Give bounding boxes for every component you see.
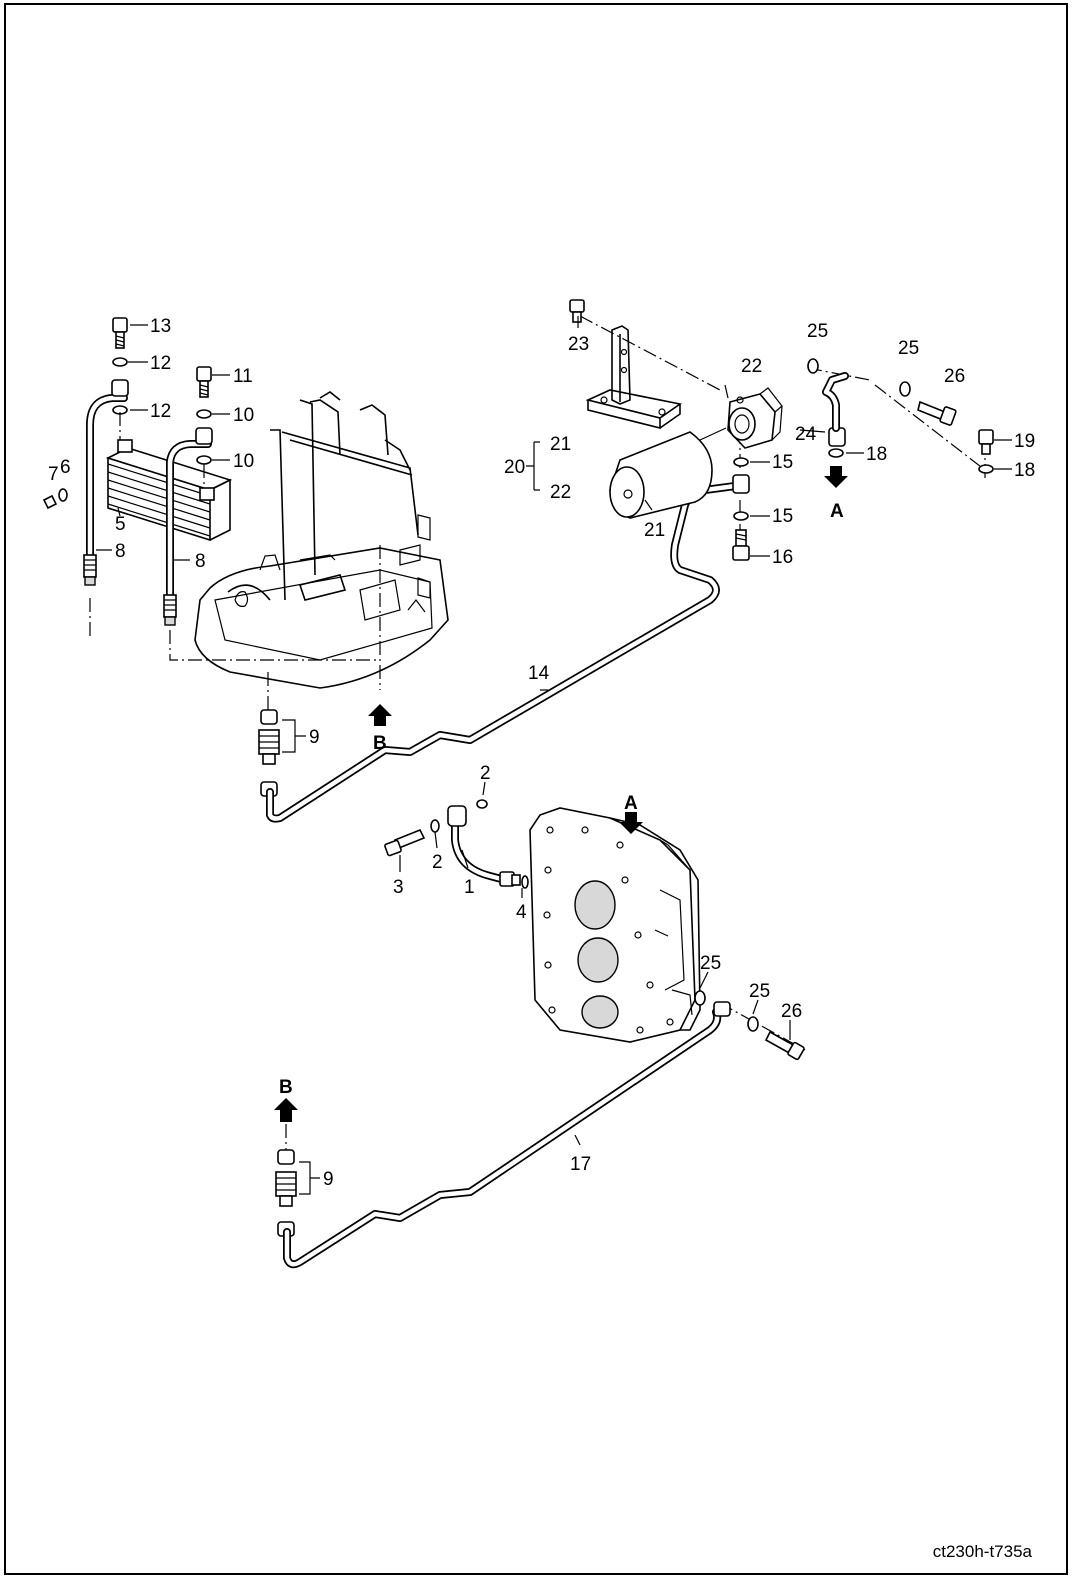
callout-24: 24 bbox=[795, 424, 817, 445]
bolt-26-lower bbox=[764, 1030, 805, 1061]
bolt-26-upper bbox=[917, 400, 957, 426]
washer-6 bbox=[58, 488, 68, 502]
callout-26-upper: 26 bbox=[944, 366, 965, 387]
callout-20: 20 bbox=[504, 457, 525, 478]
callout-5: 5 bbox=[115, 514, 126, 535]
fitting-9-lower bbox=[275, 1149, 297, 1237]
fitting-9-upper bbox=[258, 709, 280, 797]
callout-11: 11 bbox=[233, 366, 253, 387]
hose-left bbox=[83, 394, 128, 586]
callouts: 13 12 12 11 10 10 7 6 5 8 8 9 B 14 23 21… bbox=[48, 316, 1035, 1190]
marker-a-top: A bbox=[830, 501, 844, 522]
washer-2-top bbox=[476, 799, 488, 809]
callout-25-upper-b: 25 bbox=[898, 338, 919, 359]
marker-b-lower: B bbox=[279, 1077, 293, 1098]
callout-21: 21 bbox=[644, 520, 665, 541]
callout-22: 22 bbox=[741, 356, 762, 377]
callout-14: 14 bbox=[528, 663, 550, 684]
washer-25-upper-b bbox=[899, 381, 911, 397]
callout-22-bracket: 22 bbox=[550, 482, 571, 503]
bolt-23 bbox=[569, 299, 585, 323]
washer-25-lower-b bbox=[747, 1016, 759, 1032]
pipe-17 bbox=[283, 1001, 731, 1269]
pipe-elbow-upper bbox=[822, 372, 849, 432]
callout-9-upper: 9 bbox=[309, 727, 320, 748]
callout-10-upper: 10 bbox=[233, 405, 254, 426]
hose-right bbox=[163, 440, 212, 626]
marker-a-gear: A bbox=[624, 793, 638, 814]
washer-10-lower bbox=[196, 455, 212, 465]
pipe-14 bbox=[266, 482, 739, 823]
bolt-19 bbox=[978, 429, 994, 455]
callout-3: 3 bbox=[393, 877, 404, 898]
callout-8-right: 8 bbox=[195, 551, 206, 572]
banjo-15 bbox=[732, 474, 750, 494]
callout-10-lower: 10 bbox=[233, 451, 254, 472]
banjo-10 bbox=[195, 427, 213, 445]
washer-10-upper bbox=[196, 409, 212, 419]
leader-lines bbox=[89, 315, 986, 1150]
callout-18-center: 18 bbox=[866, 444, 887, 465]
bolt-13 bbox=[112, 317, 128, 349]
callout-6: 6 bbox=[60, 457, 71, 478]
callout-12-upper: 12 bbox=[150, 353, 171, 374]
banjo-12 bbox=[111, 379, 129, 397]
washer-25-lower-a bbox=[694, 990, 706, 1006]
washer-25-upper-a bbox=[807, 358, 819, 374]
callout-15-upper: 15 bbox=[772, 452, 793, 473]
washer-18-center bbox=[828, 448, 844, 458]
washer-15-upper bbox=[733, 457, 749, 467]
callout-4: 4 bbox=[516, 902, 527, 923]
washer-2-side bbox=[430, 819, 440, 833]
callout-21-bracket: 21 bbox=[550, 434, 571, 455]
callout-leaders bbox=[96, 316, 1012, 1195]
nut-7 bbox=[42, 494, 58, 510]
filter-head bbox=[727, 387, 783, 449]
arrow-b-lower bbox=[274, 1098, 298, 1122]
callout-25-upper-a: 25 bbox=[807, 321, 828, 342]
callout-8-left: 8 bbox=[115, 541, 126, 562]
frame-base bbox=[194, 391, 449, 689]
arrow-a-top bbox=[824, 466, 848, 488]
bolt-3 bbox=[384, 828, 426, 857]
callout-16: 16 bbox=[772, 547, 793, 568]
gear-housing bbox=[529, 807, 701, 1043]
bolt-11 bbox=[196, 366, 212, 398]
callout-17: 17 bbox=[570, 1154, 591, 1175]
washer-15-lower bbox=[733, 511, 749, 521]
callout-12-lower: 12 bbox=[150, 401, 171, 422]
callout-9-lower: 9 bbox=[323, 1169, 334, 1190]
callout-15-lower: 15 bbox=[772, 506, 793, 527]
callout-25-lower-a: 25 bbox=[700, 953, 721, 974]
drawing-border bbox=[4, 3, 1068, 1575]
pipe-1 bbox=[447, 805, 521, 887]
bracket bbox=[585, 325, 682, 430]
arrow-a-gear bbox=[619, 812, 643, 834]
callout-13: 13 bbox=[150, 316, 171, 337]
callout-26-lower: 26 bbox=[781, 1001, 802, 1022]
marker-b-frame: B bbox=[373, 733, 387, 754]
callout-2-side: 2 bbox=[432, 852, 443, 873]
callout-23: 23 bbox=[568, 334, 589, 355]
bolt-16 bbox=[732, 529, 750, 561]
oring-4 bbox=[521, 875, 529, 889]
callout-7: 7 bbox=[48, 464, 59, 485]
callout-1: 1 bbox=[464, 877, 475, 898]
drawing-code: ct230h-t735a bbox=[932, 1542, 1032, 1561]
callout-25-lower-b: 25 bbox=[749, 981, 770, 1002]
arrow-b-frame bbox=[368, 704, 392, 726]
callout-19: 19 bbox=[1014, 431, 1035, 452]
filter-element bbox=[609, 427, 727, 519]
callout-2-top: 2 bbox=[480, 763, 491, 784]
callout-18-right: 18 bbox=[1014, 460, 1035, 481]
washer-18-right bbox=[978, 464, 994, 474]
washer-12-upper bbox=[112, 357, 128, 367]
